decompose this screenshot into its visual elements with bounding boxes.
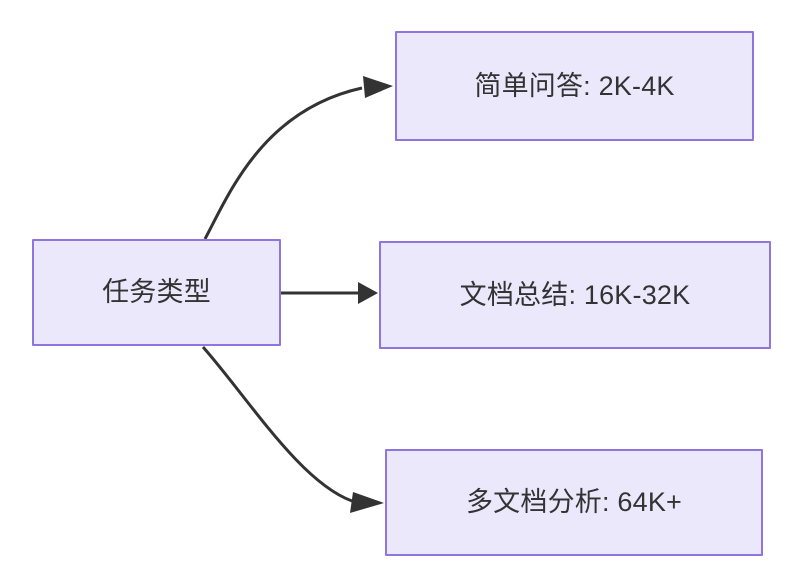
- edge-source-to-doc-summary-arrowhead: [358, 282, 378, 304]
- edge-source-to-simple-qa-arrowhead: [363, 76, 393, 98]
- node-task-type-label: 任务类型: [102, 277, 211, 308]
- edge-source-to-multi-doc: [201, 346, 353, 503]
- node-doc-summary-label: 文档总结: 16K-32K: [459, 279, 691, 310]
- node-multi-doc-label: 多文档分析: 64K+: [465, 487, 682, 518]
- node-multi-doc[interactable]: 多文档分析: 64K+: [385, 449, 763, 556]
- edge-source-to-multi-doc-arrowhead: [350, 492, 384, 513]
- node-simple-qa[interactable]: 简单问答: 2K-4K: [395, 31, 754, 141]
- node-doc-summary[interactable]: 文档总结: 16K-32K: [379, 241, 771, 349]
- edge-source-to-simple-qa: [203, 86, 363, 240]
- node-simple-qa-label: 简单问答: 2K-4K: [474, 70, 675, 101]
- node-task-type[interactable]: 任务类型: [32, 239, 281, 346]
